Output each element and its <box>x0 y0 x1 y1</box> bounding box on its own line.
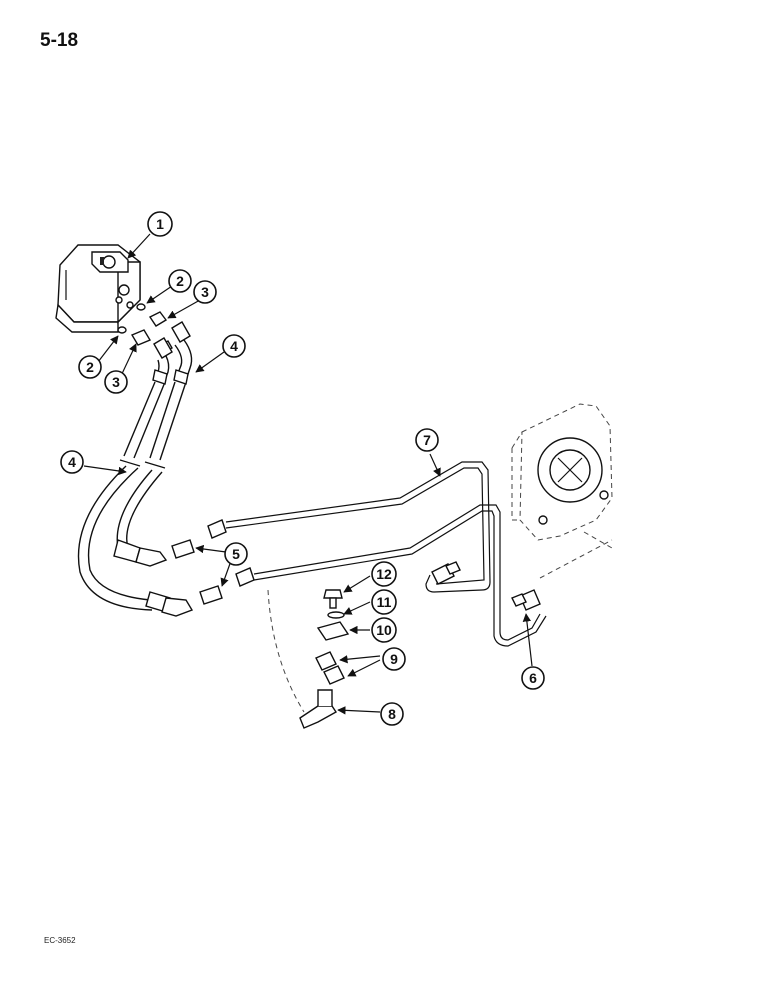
callout-2-upper: 2 <box>168 269 192 293</box>
steel-pipes <box>225 461 547 647</box>
page-number: 5-18 <box>40 30 79 51</box>
hoses <box>77 321 194 617</box>
callout-6-label: 6 <box>529 670 537 686</box>
callout-3-upper-label: 3 <box>201 284 209 300</box>
callout-7-label: 7 <box>423 432 431 448</box>
callout-8: 8 <box>380 702 404 726</box>
callout-10: 10 <box>371 617 397 643</box>
callout-8-label: 8 <box>388 706 396 722</box>
steering-cylinder-housing <box>511 403 613 579</box>
callout-5: 5 <box>224 542 248 566</box>
callout-12: 12 <box>371 561 397 587</box>
callout-11-label: 11 <box>377 594 392 610</box>
o-rings <box>117 303 146 334</box>
callout-2-upper-label: 2 <box>176 273 184 289</box>
leader-lines <box>83 233 533 715</box>
callout-2-lower-label: 2 <box>86 359 94 375</box>
callout-3-upper: 3 <box>193 280 217 304</box>
callout-1: 1 <box>147 211 173 237</box>
clamp-parts <box>267 589 350 729</box>
callout-3-lower-label: 3 <box>112 374 120 390</box>
callout-2-lower: 2 <box>78 355 102 379</box>
callout-4-lower: 4 <box>60 450 84 474</box>
callout-10-label: 10 <box>376 622 392 638</box>
figure-code: EC-3652 <box>44 936 76 945</box>
callout-9: 9 <box>382 647 406 671</box>
callout-6: 6 <box>521 666 545 690</box>
callout-4-upper: 4 <box>222 334 246 358</box>
steering-valve <box>55 244 141 333</box>
callout-5-label: 5 <box>232 546 240 562</box>
hose-adapters <box>171 519 255 605</box>
callout-1-label: 1 <box>156 216 164 232</box>
callout-4-lower-label: 4 <box>68 454 76 470</box>
callout-11: 11 <box>371 589 397 615</box>
callout-3-lower: 3 <box>104 370 128 394</box>
callout-12-label: 12 <box>376 566 392 582</box>
callout-4-upper-label: 4 <box>230 338 238 354</box>
callout-7: 7 <box>415 428 439 452</box>
callout-9-label: 9 <box>390 651 398 667</box>
